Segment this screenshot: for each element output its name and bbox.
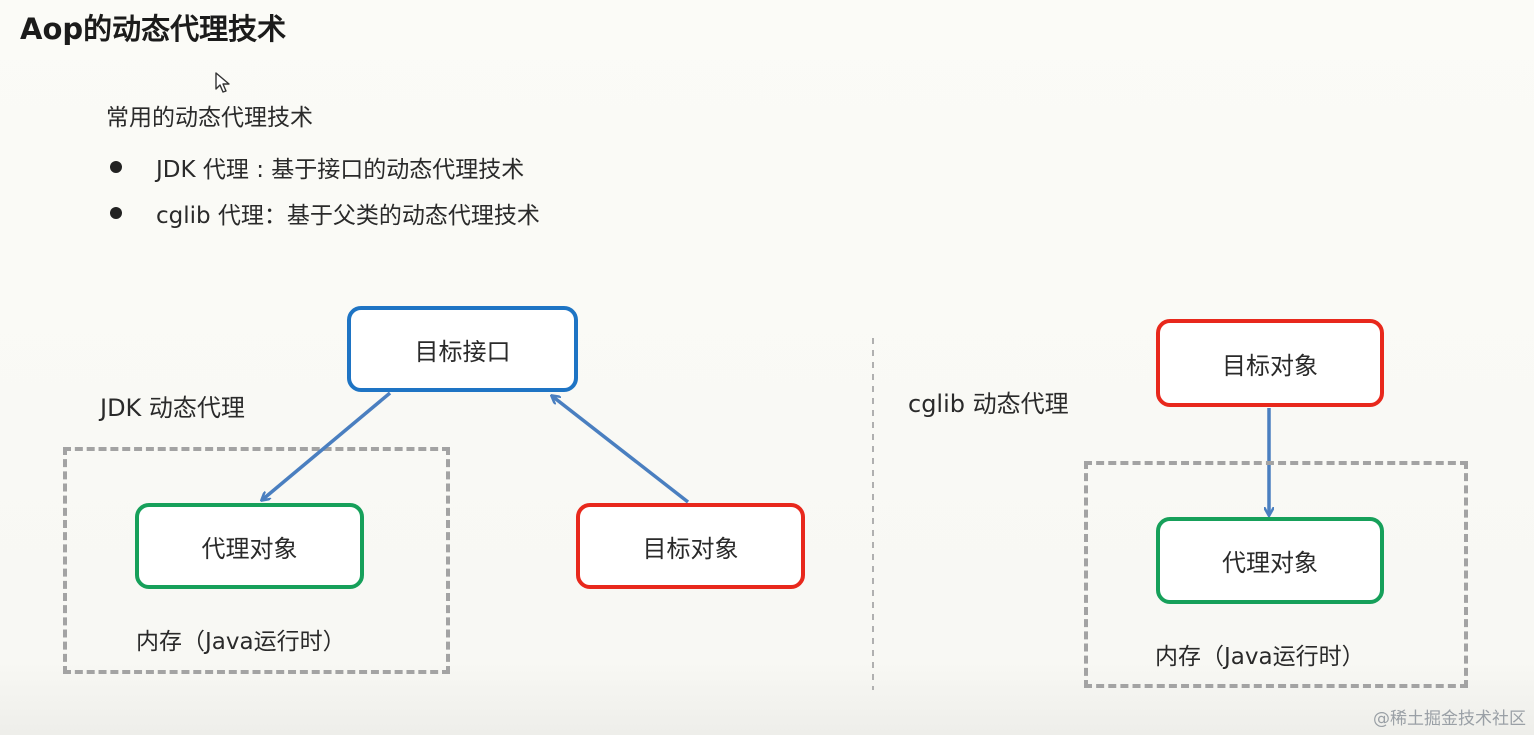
bullet-text: JDK 代理 : 基于接口的动态代理技术: [156, 157, 525, 183]
intro-text: 常用的动态代理技术: [106, 105, 313, 131]
bullet-list: JDK 代理 : 基于接口的动态代理技术 cglib 代理：基于父类的动态代理技…: [104, 144, 540, 236]
jdk-target-interface-box: 目标接口: [347, 306, 578, 392]
bullet-text: cglib 代理：基于父类的动态代理技术: [156, 203, 540, 229]
proxy-object-label: 代理对象: [201, 534, 298, 563]
cglib-proxy-object-box: 代理对象: [1156, 517, 1384, 604]
target-interface-label: 目标接口: [414, 337, 511, 366]
bullet-dot-icon: [110, 161, 122, 173]
cglib-memory-region: [1084, 461, 1468, 688]
jdk-proxy-object-box: 代理对象: [135, 503, 364, 589]
jdk-memory-label: 内存（Java运行时）: [136, 629, 346, 655]
target-object-label: 目标对象: [1222, 351, 1318, 380]
page-title: Aop的动态代理技术: [20, 12, 287, 46]
bullet-item-jdk: JDK 代理 : 基于接口的动态代理技术: [104, 144, 540, 190]
target-to-interface-arrow: [552, 396, 690, 504]
watermark: @稀土掘金技术社区: [1373, 709, 1526, 729]
cglib-diagram-label: cglib 动态代理: [908, 390, 1069, 418]
interface-to-proxy-arrow: [262, 391, 392, 500]
jdk-target-object-box: 目标对象: [576, 503, 805, 589]
proxy-object-label: 代理对象: [1222, 549, 1318, 577]
cglib-memory-label: 内存（Java运行时）: [1155, 644, 1365, 670]
bullet-item-cglib: cglib 代理：基于父类的动态代理技术: [104, 190, 540, 236]
bullet-dot-icon: [110, 207, 122, 219]
target-object-label: 目标对象: [642, 534, 739, 563]
cglib-target-object-box: 目标对象: [1156, 319, 1384, 407]
mouse-cursor-icon: [215, 72, 230, 93]
jdk-memory-region: [63, 447, 450, 674]
jdk-diagram-label: JDK 动态代理: [100, 394, 245, 422]
